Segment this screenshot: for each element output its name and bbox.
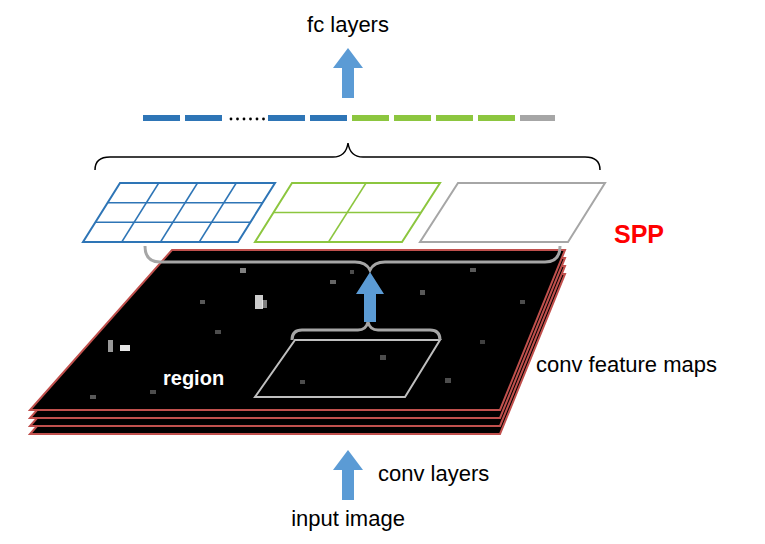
up-arrow: [333, 48, 363, 98]
input-label: input image: [291, 506, 405, 532]
activation-dot: [300, 380, 305, 384]
region-label: region: [163, 366, 224, 390]
activation-dot: [470, 268, 476, 272]
ellipsis-dot: [262, 118, 265, 121]
vector-segment: [143, 115, 180, 121]
activation-dot: [120, 345, 130, 351]
activation-dot: [350, 270, 354, 274]
up-arrow: [356, 272, 384, 322]
grid-line: [274, 212, 421, 214]
feature-map-label: conv feature maps: [536, 352, 717, 378]
pool-bracket: [145, 246, 560, 270]
feature-map-stack: [30, 250, 565, 434]
activation-dot: [200, 300, 205, 304]
ellipsis-dot: [230, 118, 233, 121]
region-box: [255, 340, 440, 397]
vector-segment: [352, 115, 389, 121]
activation-dot: [330, 280, 336, 284]
layer-label: conv layers: [378, 461, 489, 487]
region-brace: [292, 322, 440, 340]
grid-line: [122, 183, 159, 242]
vector-segment: [478, 115, 515, 121]
ellipsis-dot: [256, 118, 259, 121]
up-arrow: [333, 450, 363, 500]
grid-outline: [420, 183, 605, 242]
vector-segment: [394, 115, 431, 121]
activation-texture: [90, 268, 525, 399]
ellipsis-dot: [249, 118, 252, 121]
ellipsis-dot: [243, 118, 246, 121]
vector-segment: [436, 115, 473, 121]
grid-line: [108, 202, 263, 204]
spp-label: SPP: [614, 219, 664, 249]
grid-line: [161, 183, 198, 242]
vector-segment: [185, 115, 222, 121]
grid-outline: [83, 183, 275, 242]
grid-line: [95, 222, 250, 224]
pooling-grid: [255, 183, 440, 242]
concat-brace: [95, 143, 600, 170]
activation-dot: [150, 390, 156, 394]
activation-dot: [108, 340, 113, 352]
activation-dot: [90, 395, 96, 399]
ellipsis-dot: [236, 118, 239, 121]
activation-dot: [520, 300, 525, 304]
grid-outline: [255, 183, 440, 242]
activation-dot: [240, 268, 246, 273]
activation-dot: [262, 300, 267, 308]
activation-dot: [420, 290, 425, 295]
vector-segment: [520, 115, 555, 121]
activation-dot: [215, 330, 221, 334]
pooling-grid: [420, 183, 605, 242]
fixed-length-vector: [143, 115, 555, 121]
activation-dot: [445, 378, 451, 383]
pyramid-bins: [83, 183, 605, 242]
vector-segment: [310, 115, 347, 121]
pooling-grid: [83, 183, 275, 242]
grid-line: [199, 183, 236, 242]
vector-segment: [268, 115, 305, 121]
feature-map: [30, 250, 565, 410]
activation-dot: [380, 355, 386, 360]
output-label: fc layers: [307, 12, 389, 38]
activation-dot: [255, 295, 263, 309]
activation-dot: [480, 340, 485, 344]
